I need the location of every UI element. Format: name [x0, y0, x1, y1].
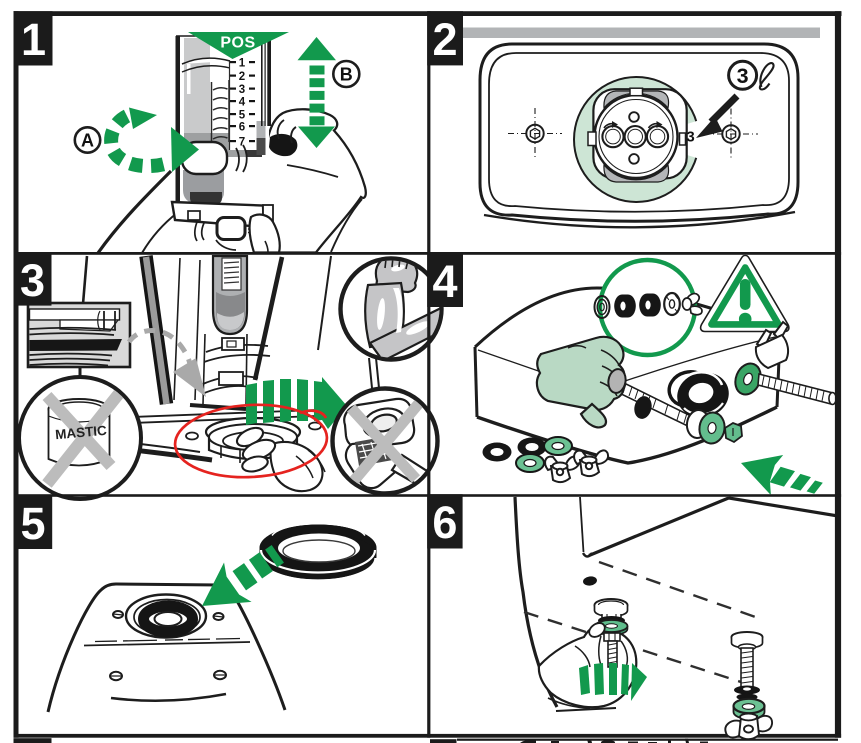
svg-text:5: 5	[239, 110, 246, 122]
svg-text:2: 2	[432, 14, 457, 65]
svg-text:MASTIC: MASTIC	[55, 423, 108, 442]
svg-text:3: 3	[20, 255, 45, 306]
svg-text:3: 3	[737, 64, 749, 88]
svg-text:A: A	[81, 131, 94, 151]
svg-text:6: 6	[239, 122, 245, 134]
svg-text:6: 6	[432, 497, 457, 548]
svg-text:3: 3	[239, 84, 245, 96]
svg-text:1: 1	[239, 58, 246, 70]
svg-text:B: B	[340, 65, 353, 85]
svg-text:4: 4	[239, 97, 246, 109]
svg-text:3: 3	[686, 129, 694, 146]
svg-text:4: 4	[432, 256, 457, 307]
svg-text:POS: POS	[220, 35, 255, 52]
svg-text:5: 5	[20, 498, 45, 549]
svg-text:2: 2	[239, 71, 245, 83]
svg-text:7: 7	[239, 137, 245, 149]
svg-text:1: 1	[21, 14, 46, 65]
